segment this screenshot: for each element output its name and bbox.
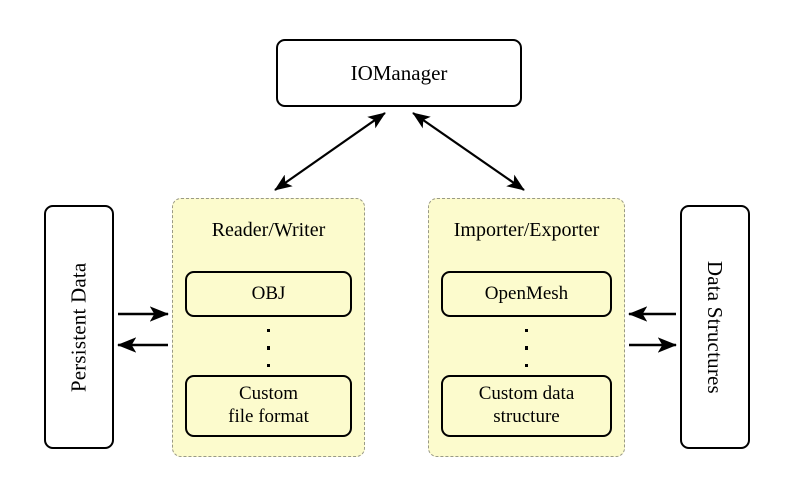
importer-exporter-ellipsis-icon xyxy=(429,329,624,367)
panel-item-custom-data-structure-label-line1: Custom data xyxy=(478,383,575,405)
panel-item-custom-file-format-label-line2: file format xyxy=(228,406,309,427)
panel-item-custom-data-structure-label-line2: structure xyxy=(493,406,560,427)
panel-reader-writer: Reader/Writer OBJ Custom file format xyxy=(172,198,365,457)
panel-item-custom-data-structure[interactable]: Custom data structure xyxy=(441,375,612,437)
panel-importer-exporter: Importer/Exporter OpenMesh Custom data s… xyxy=(428,198,625,457)
panel-item-openmesh-label: OpenMesh xyxy=(484,282,569,304)
panel-item-openmesh[interactable]: OpenMesh xyxy=(441,271,612,317)
node-persistent-data[interactable]: Persistent Data xyxy=(44,205,114,449)
arrow-iomanager-importer-exporter xyxy=(412,112,525,191)
node-iomanager[interactable]: IOManager xyxy=(276,39,522,107)
panel-item-obj[interactable]: OBJ xyxy=(185,271,352,317)
panel-item-custom-file-format-label-line1: Custom xyxy=(238,383,299,405)
panel-item-obj-label: OBJ xyxy=(251,282,286,304)
panel-reader-writer-title: Reader/Writer xyxy=(211,219,326,241)
reader-writer-ellipsis-icon xyxy=(173,329,364,367)
node-data-structures[interactable]: Data Structures xyxy=(680,205,750,449)
node-iomanager-label: IOManager xyxy=(350,60,448,85)
arrow-iomanager-reader-writer xyxy=(274,112,386,191)
node-data-structures-label: Data Structures xyxy=(703,260,728,394)
panel-importer-exporter-title: Importer/Exporter xyxy=(453,219,600,241)
panel-item-custom-file-format[interactable]: Custom file format xyxy=(185,375,352,437)
node-persistent-data-label: Persistent Data xyxy=(66,262,91,392)
